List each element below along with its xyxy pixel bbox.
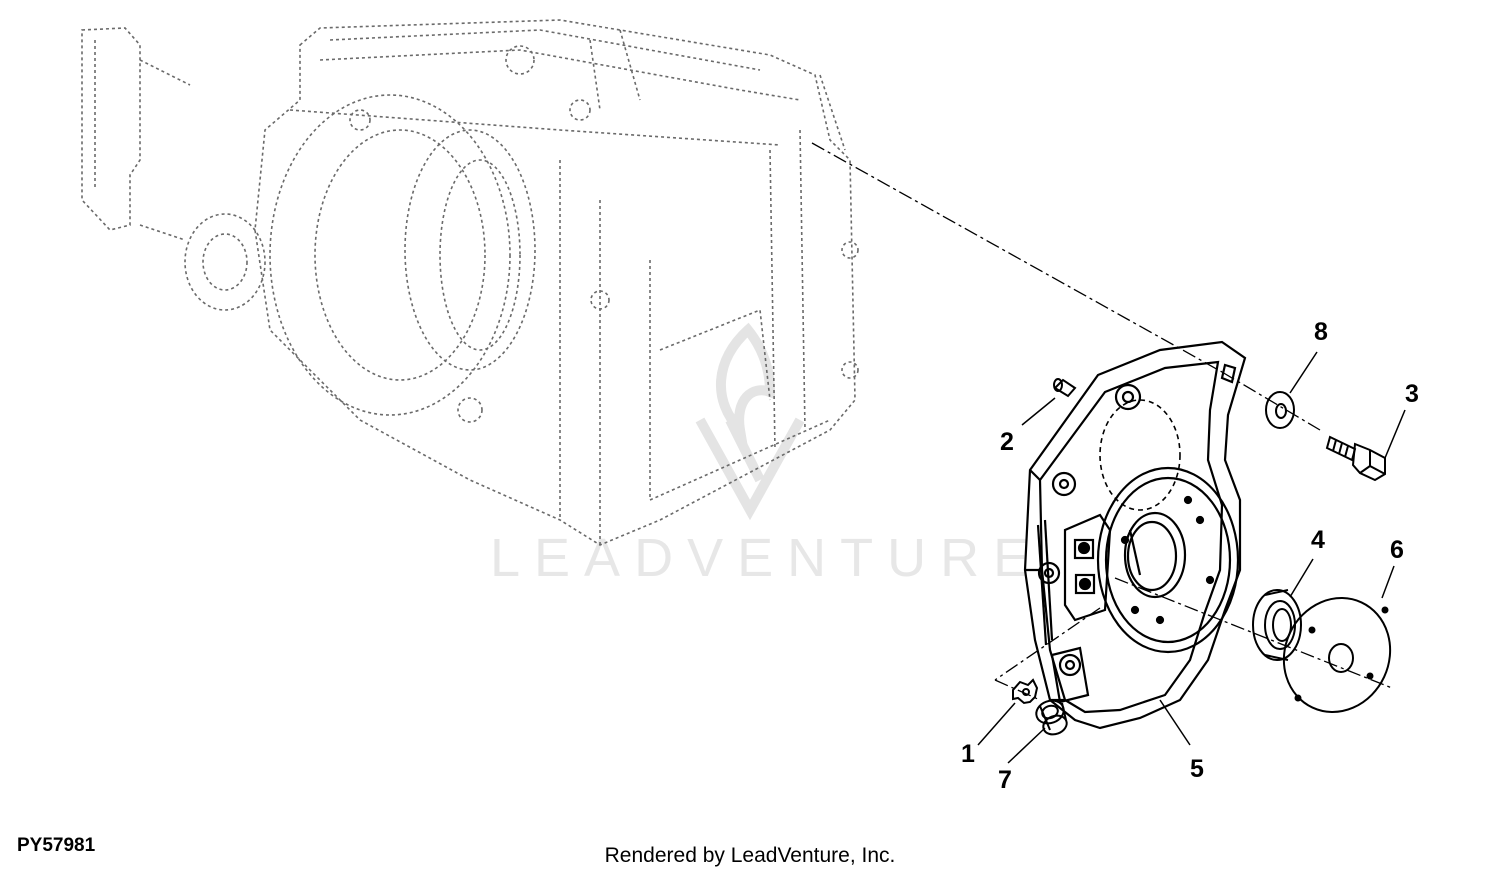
part-1-gear (1012, 678, 1039, 705)
callout-8: 8 (1314, 318, 1328, 346)
figure-id: PY57981 (17, 835, 96, 856)
callout-5: 5 (1190, 755, 1204, 783)
callout-6: 6 (1390, 536, 1404, 564)
part-6-plate (1282, 597, 1392, 713)
assembly-lines (811, 142, 1393, 701)
watermark-logo (695, 322, 805, 521)
engine-block-outline (81, 19, 859, 546)
part-2-dowel-pin (1053, 378, 1077, 398)
part-5-housing (1023, 340, 1247, 730)
leader-lines (977, 351, 1406, 764)
callout-1: 1 (961, 740, 975, 768)
watermark-text: LEADVENTURE (490, 528, 1043, 588)
callout-3: 3 (1405, 380, 1419, 408)
watermark: LEADVENTURE (490, 322, 1043, 588)
part-3-cap-screw (1325, 435, 1386, 482)
part-8-washer (1265, 391, 1295, 429)
callout-4: 4 (1311, 526, 1325, 554)
footer-credit: Rendered by LeadVenture, Inc. (604, 844, 896, 867)
callout-7: 7 (998, 766, 1012, 794)
part-4-oil-seal (1252, 589, 1302, 661)
part-7-bushing (1035, 699, 1068, 736)
callout-2: 2 (1000, 428, 1014, 456)
